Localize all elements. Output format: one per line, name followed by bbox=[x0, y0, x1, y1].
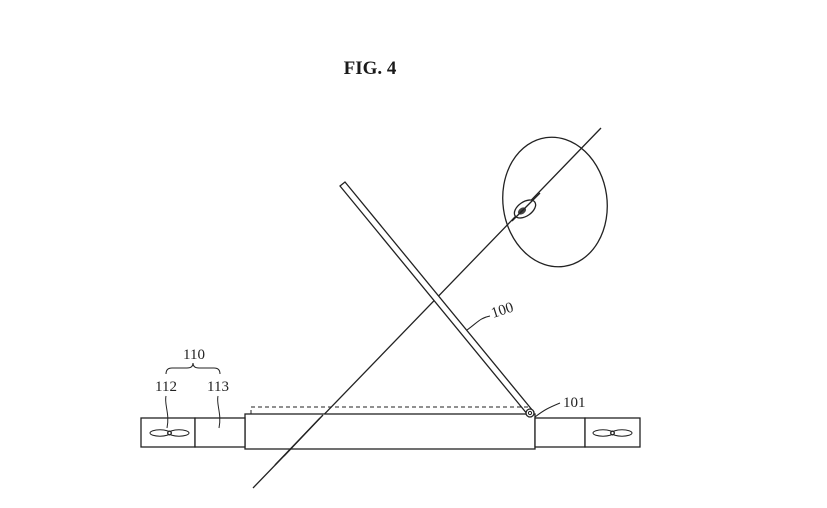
label-101: 101 bbox=[563, 395, 586, 411]
label-100: 100 bbox=[489, 300, 515, 322]
label-113: 113 bbox=[207, 379, 229, 395]
display-panel bbox=[339, 181, 534, 416]
rotation-ellipse bbox=[502, 136, 608, 268]
axis-line-through-base bbox=[274, 414, 324, 466]
leader-100 bbox=[466, 315, 491, 331]
left-fan-icon bbox=[149, 429, 190, 437]
right-fan-icon bbox=[592, 429, 633, 437]
leader-113 bbox=[217, 395, 221, 429]
hinge-circle bbox=[525, 408, 535, 418]
label-110: 110 bbox=[183, 347, 205, 363]
label-112: 112 bbox=[155, 379, 177, 395]
right-duct bbox=[534, 417, 586, 448]
base-dashed-outline bbox=[250, 406, 529, 414]
figure-title: FIG. 4 bbox=[343, 58, 397, 79]
leader-101 bbox=[534, 402, 561, 418]
hinge-circle-inner bbox=[527, 410, 533, 416]
axis-line-through-pivot bbox=[511, 192, 541, 222]
leader-112 bbox=[165, 395, 169, 429]
base-body bbox=[244, 413, 536, 450]
brace-110 bbox=[165, 362, 221, 375]
